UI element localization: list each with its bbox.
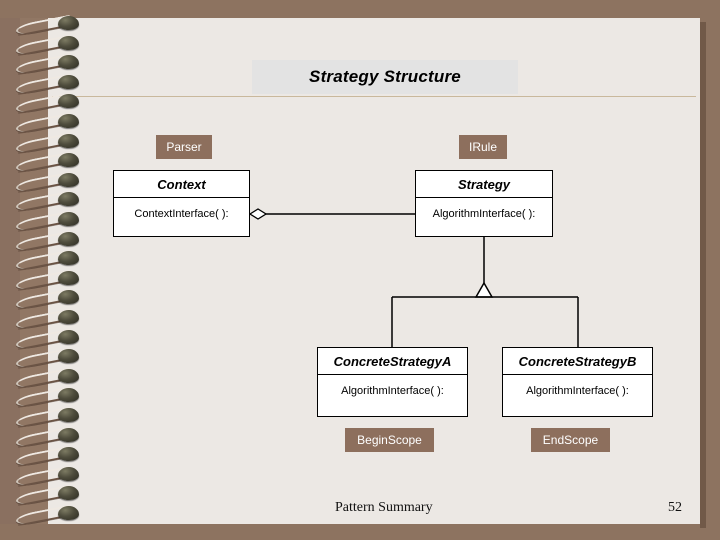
beginscope-tag: BeginScope	[345, 428, 434, 452]
class-name-context: Context	[114, 171, 249, 198]
irule-tag: IRule	[459, 135, 507, 159]
backdrop-left-edge	[0, 0, 20, 540]
notebook-page: Strategy Structure Parser IRule BeginSco…	[48, 18, 700, 524]
backdrop-right-band	[700, 0, 720, 540]
class-box-concrete-strategy-b[interactable]: ConcreteStrategyB AlgorithmInterface( ):	[502, 347, 653, 417]
beginscope-tag-label: BeginScope	[357, 433, 422, 447]
aggregation-diamond-icon	[248, 208, 268, 220]
page-title: Strategy Structure	[309, 67, 461, 86]
connector-layer	[248, 208, 579, 347]
page-number: 52	[668, 500, 682, 515]
class-name-concrete-strategy-b: ConcreteStrategyB	[503, 348, 652, 375]
class-member-concrete-strategy-a: AlgorithmInterface( ):	[341, 385, 444, 397]
class-member-concrete-strategy-b: AlgorithmInterface( ):	[526, 385, 629, 397]
class-member-context: ContextInterface( ):	[134, 208, 229, 220]
class-box-strategy[interactable]: Strategy AlgorithmInterface( ):	[415, 170, 553, 237]
class-member-strategy: AlgorithmInterface( ):	[432, 208, 536, 220]
class-name-concrete-strategy-a: ConcreteStrategyA	[318, 348, 467, 375]
inheritance-triangle-icon	[474, 281, 494, 298]
class-name-strategy: Strategy	[416, 171, 552, 198]
parser-tag-label: Parser	[166, 140, 202, 154]
backdrop-bottom-band	[0, 524, 720, 540]
footer-label: Pattern Summary	[335, 500, 433, 515]
title-band: Strategy Structure	[252, 60, 518, 94]
endscope-tag-label: EndScope	[542, 433, 599, 447]
title-divider	[52, 96, 696, 97]
class-box-context[interactable]: Context ContextInterface( ):	[113, 170, 250, 237]
backdrop-top-band	[0, 0, 720, 18]
endscope-tag: EndScope	[531, 428, 610, 452]
page-shadow	[700, 22, 706, 528]
uml-diagram: Parser IRule BeginScope EndScope	[48, 18, 700, 524]
irule-tag-label: IRule	[468, 140, 497, 154]
class-box-concrete-strategy-a[interactable]: ConcreteStrategyA AlgorithmInterface( ):	[317, 347, 468, 417]
parser-tag: Parser	[156, 135, 212, 159]
